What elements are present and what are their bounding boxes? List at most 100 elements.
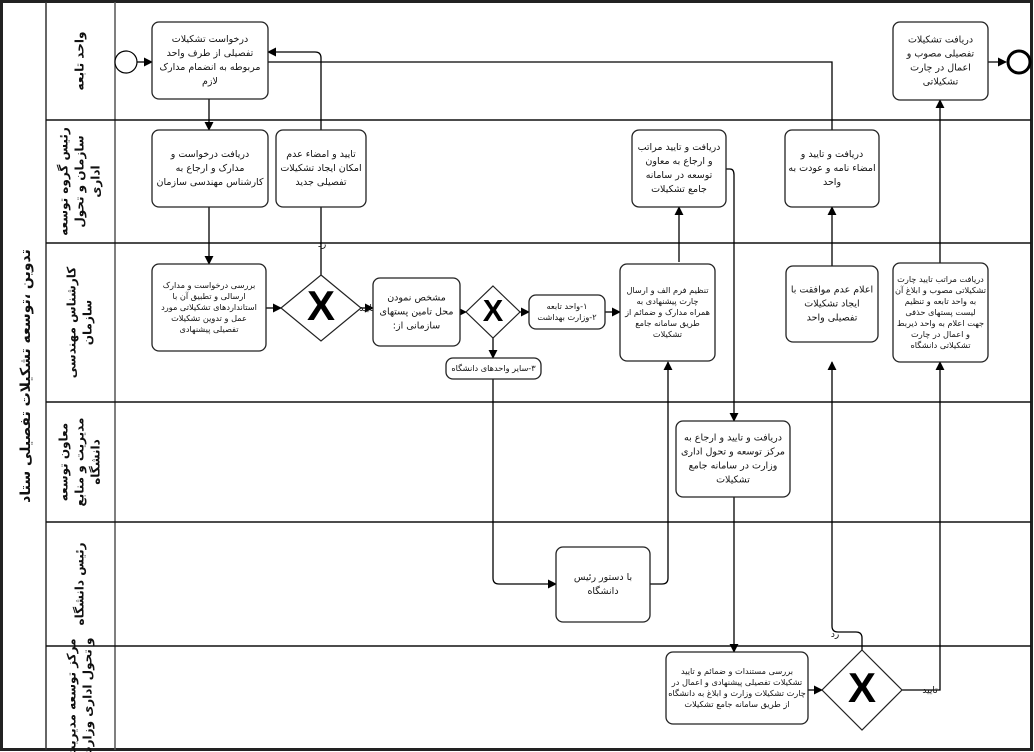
- task-label: تفصیلی واحد: [807, 313, 858, 324]
- task-box[interactable]: [892, 21, 989, 101]
- flow-g3-to-t13: [902, 361, 945, 691]
- lane-5: رئیس دانشگاه: [46, 521, 1031, 626]
- task-label: دریافت و تایید مراتب: [638, 142, 721, 153]
- task-label: مدارک و ارجاع به: [176, 163, 245, 174]
- exclusive-gateway-g3[interactable]: X: [821, 649, 903, 731]
- task-box[interactable]: [619, 263, 716, 362]
- lane-label: مدیریت و منابع: [73, 418, 88, 507]
- task-label: محل تامین پستهای: [380, 307, 454, 318]
- lane-label: مرکز توسعه مدیریت: [65, 638, 80, 752]
- task-label: ۳-سایر واحدهای دانشگاه: [451, 363, 536, 373]
- task-label: اعمال در چارت: [910, 63, 971, 74]
- task-box[interactable]: [275, 129, 367, 208]
- exclusive-gateway-g1[interactable]: X: [280, 274, 362, 342]
- task-label: تشکیلات: [653, 329, 682, 339]
- task-box[interactable]: [631, 129, 727, 208]
- task-box[interactable]: [445, 357, 542, 380]
- flow-g3-reject-to-t11: [827, 361, 863, 650]
- task-label: اعلام عدم موافقت با: [791, 285, 873, 296]
- lane-label: رئیس گروه توسعه: [57, 127, 72, 236]
- task-t2[interactable]: دریافت درخواست و مدارک و ارجاع به کارشناس …: [151, 129, 269, 208]
- lane-label: رئیس دانشگاه: [73, 542, 87, 625]
- gateway-diamond[interactable]: [821, 649, 903, 731]
- task-label: مرکز توسعه و تحول اداری: [681, 447, 785, 458]
- task-label: ایجاد تشکیلات: [804, 299, 859, 310]
- task-box[interactable]: [785, 265, 879, 343]
- task-label: ۲-وزارت بهداشت: [537, 312, 597, 322]
- task-label: همراه مدارک و ضمائم از: [624, 307, 710, 317]
- task-box[interactable]: [151, 263, 267, 352]
- end-event[interactable]: [1006, 49, 1032, 75]
- task-label: مشخص نمودن: [387, 293, 446, 304]
- task-box[interactable]: [151, 21, 269, 100]
- task-label: به واحد تابعه و تنظیم: [905, 296, 976, 306]
- task-label: بررسی مستندات و ضمائم و تایید: [681, 666, 793, 676]
- task-label: دریافت تشکیلات: [908, 35, 973, 46]
- task-label: لیست پستهای حذفی: [905, 307, 975, 317]
- task-t11[interactable]: اعلام عدم موافقت با ایجاد تشکیلات تفصیلی و…: [785, 265, 879, 343]
- exclusive-gateway-g2[interactable]: X: [465, 285, 521, 339]
- task-label: دانشگاه: [587, 585, 618, 597]
- task-label: دریافت و تایید و: [800, 149, 864, 160]
- task-label: استانداردهای تشکیلاتی مورد: [161, 302, 257, 312]
- edge-label-approve-g3: تایید: [922, 686, 938, 696]
- task-label: چارت پیشنهادی به: [637, 296, 699, 306]
- task-label: واحد: [823, 177, 841, 188]
- task-label: ارسالی و تطبیق آن با: [172, 291, 245, 301]
- task-box[interactable]: [784, 129, 880, 208]
- task-box[interactable]: [675, 420, 791, 498]
- task-box[interactable]: [892, 262, 989, 363]
- task-box[interactable]: [665, 651, 809, 725]
- task-label: بررسی درخواست و مدارک: [163, 280, 256, 290]
- task-label: تشکیلاتی دانشگاه: [911, 340, 971, 350]
- start-event[interactable]: [114, 50, 138, 74]
- task-label: و اعمال در چارت: [911, 329, 970, 339]
- gateway-x-icon: X: [307, 282, 335, 329]
- task-box[interactable]: [151, 129, 269, 208]
- lane-1: واحد تابعه: [73, 32, 88, 91]
- task-box[interactable]: [528, 294, 606, 330]
- lane-label: کارشناس مهندسی: [65, 267, 79, 378]
- lane-label: دانشگاه: [89, 439, 103, 485]
- gateway-x-icon: X: [848, 664, 876, 711]
- task-label: توسعه در سامانه: [646, 170, 713, 181]
- gateway-x-icon: X: [483, 293, 504, 328]
- task-box[interactable]: [372, 277, 461, 347]
- task-label: ۱-واحد تابعه: [547, 301, 588, 311]
- task-label: دریافت درخواست و: [170, 149, 249, 160]
- gateway-diamond[interactable]: [465, 285, 521, 339]
- task-label: جامع تشکیلات: [651, 184, 707, 195]
- task-label: تشکیلات تفصیلی پیشنهادی و اعمال در: [671, 677, 802, 687]
- task-label: دریافت مراتب تایید چارت: [897, 274, 984, 284]
- edge-label-approve-g1: تایید: [359, 304, 375, 314]
- task-label: طریق سامانه جامع: [635, 318, 700, 328]
- flow-t3-to-t1: [267, 47, 322, 130]
- pool-title: تدوین ،توسعه تشکیلات تفصیلی ستاد: [18, 249, 34, 503]
- gateways: X X X: [280, 274, 903, 731]
- task-label: کارشناس مهندسی سازمان: [157, 177, 264, 188]
- task-label: عمل و تدوین تشکیلات: [171, 313, 247, 323]
- task-t7[interactable]: ۳-سایر واحدهای دانشگاه: [445, 357, 542, 380]
- task-box[interactable]: [555, 546, 651, 623]
- gateway-diamond[interactable]: [280, 274, 362, 342]
- flow-t7-to-t15: [492, 379, 557, 589]
- task-label: وزارت در سامانه جامع: [689, 461, 778, 472]
